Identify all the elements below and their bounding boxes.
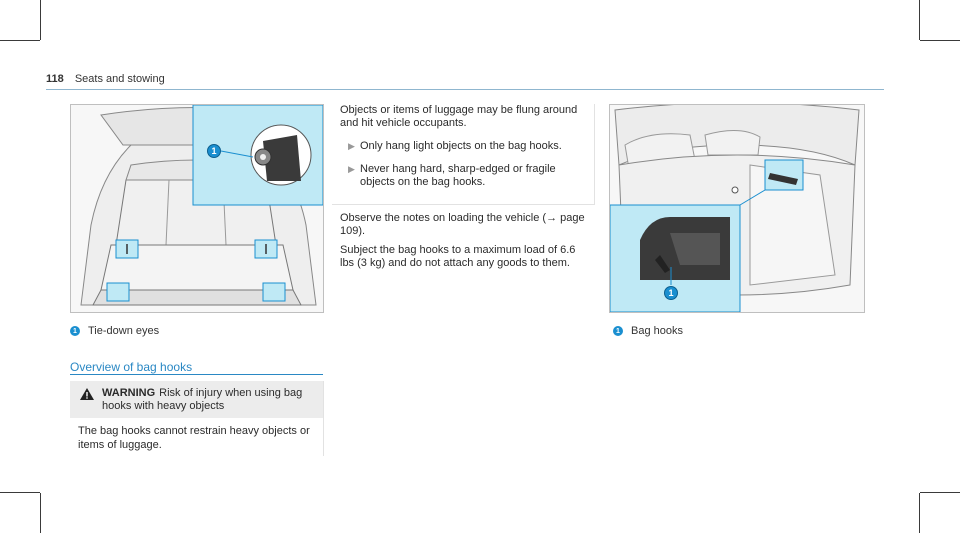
crop-mark [920,40,960,41]
page-header: 118 Seats and stowing [46,73,165,85]
bullet-item: ▶ Only hang light objects on the bag hoo… [332,140,570,153]
callout-number-icon: 1 [70,326,80,336]
warning-body: The bag hooks cannot restrain heavy obje… [78,425,310,451]
warning-headline: Risk of injury when using bag hooks with… [102,387,303,412]
figure-caption: 1 Bag hooks [613,325,683,337]
crop-mark [0,40,40,41]
warning-triangle-icon [80,388,94,404]
trunk-illustration [71,105,323,312]
caption-text: Tie-down eyes [88,325,160,337]
header-rule [46,89,884,90]
warning-continuation-box: Objects or items of luggage may be flung… [332,104,595,205]
bullet-text: Never hang hard, sharp-edged or fragile … [360,163,556,188]
tie-down-eyes-figure: 1 [70,104,324,313]
triangle-bullet-icon: ▶ [348,141,355,151]
crop-mark [919,493,920,533]
crop-mark [40,0,41,40]
callout-1: 1 [664,286,678,300]
page-number: 118 [46,73,64,85]
warning-label: WARNING [102,387,156,399]
callout-1: 1 [207,144,221,158]
bullet-text: Only hang light objects on the bag hooks… [360,140,562,152]
caption-text: Bag hooks [631,325,683,337]
bag-hooks-figure: 1 [609,104,865,313]
crop-mark [0,492,40,493]
crop-mark [920,492,960,493]
bullet-item: ▶ Never hang hard, sharp-edged or fragil… [332,163,570,189]
section-name: Seats and stowing [74,73,165,85]
figure-caption: 1 Tie-down eyes [70,325,159,337]
triangle-bullet-icon: ▶ [348,164,355,174]
observe-note: Observe the notes on loading the vehicle… [340,212,585,237]
load-limit-note: Subject the bag hooks to a maximum load … [340,244,576,269]
continuation-intro: Objects or items of luggage may be flung… [340,104,578,129]
section-heading: Overview of bag hooks [70,360,193,374]
crop-mark [919,0,920,40]
section-rule [70,374,323,375]
crop-mark [40,493,41,533]
cargo-area-illustration [610,105,864,312]
callout-number-icon: 1 [613,326,623,336]
